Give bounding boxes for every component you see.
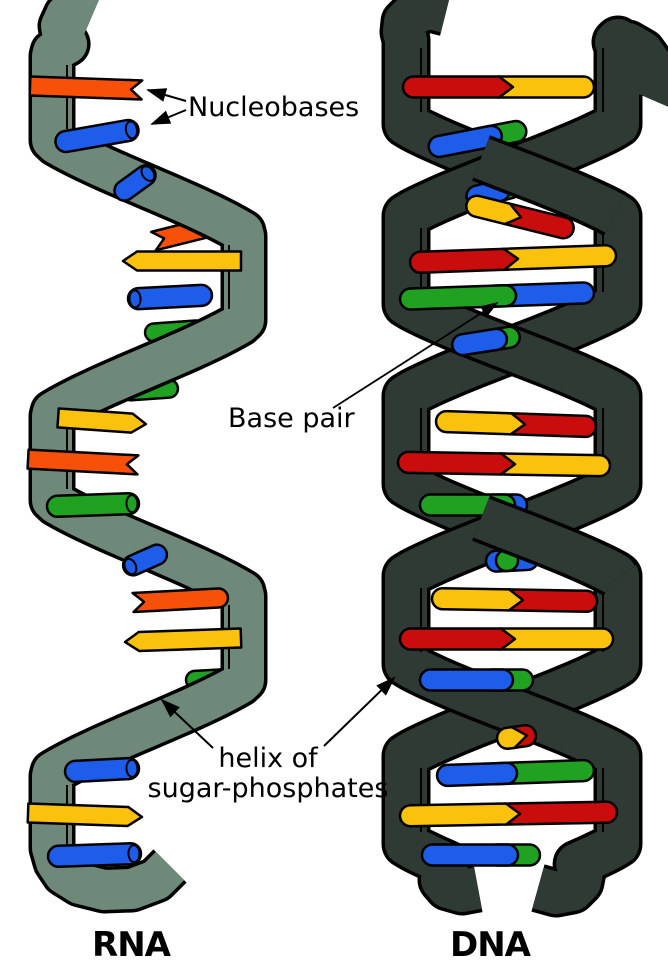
dna-base-pair-blue-green [435,758,596,788]
rna-base-green [45,492,141,518]
base-pair-arrow [332,302,499,409]
dna-helix [379,0,668,918]
label-base-pair: Base pair [228,403,356,434]
dna-base-pair-red-yellow [401,75,596,99]
rna-base-yellow [56,407,148,434]
dna-base-pair-blue-green [451,325,521,357]
rna-base-blue [54,118,140,154]
rna-base-blue [126,283,214,311]
nucleobases-arrow-top [146,88,187,102]
rna-base-orange [28,75,144,101]
dna-base-pair-blue-green [420,843,542,867]
dna-base-pair-yellow-red [398,800,619,828]
label-helix-line1: helix of [218,743,319,774]
helix-arrow-left [160,698,214,749]
dna-base-pair-yellow-red [430,586,599,614]
rna-helix [26,0,268,914]
rna-base-blue [121,543,169,577]
rna-base-yellow [121,250,243,272]
label-nucleobases: Nucleobases [188,92,359,123]
dna-strand-a-weave-overlay [466,135,640,599]
rna-base-yellow [26,802,144,828]
label-rna: RNA [92,925,172,960]
dna-base-pair-green-blue [398,281,596,311]
dna-base-pair-yellow-red [495,724,538,750]
rna-nucleobases [26,75,243,869]
dna-base-pair-blue-green [418,668,535,692]
nucleobases-arrow-bottom [150,109,187,125]
rna-base-orange [26,448,140,476]
dna-base-pair-red-yellow [398,627,615,651]
rna-base-orange [131,587,230,614]
dna-strand-a-front-1 [470,138,629,233]
dna-base-pair-red-yellow [408,244,618,274]
dna-base-pair-red-yellow [396,450,612,478]
dna-strand-a-front-2 [470,498,637,595]
rna-base-blue [46,841,143,869]
annotations: Nucleobases Base pair helix of sugar-pho… [92,88,533,960]
rna-base-yellow [123,627,243,653]
label-helix-line2: sugar-phosphates [148,773,389,804]
dna-base-pair-blue-green [427,119,528,159]
dna-base-pair-yellow-red [434,409,598,439]
label-dna: DNA [450,925,532,960]
rna-base-blue [113,164,157,202]
dna-base-pair-yellow-red [465,194,575,240]
helix-arrow-right [323,676,396,747]
rna-base-blue [63,756,141,784]
